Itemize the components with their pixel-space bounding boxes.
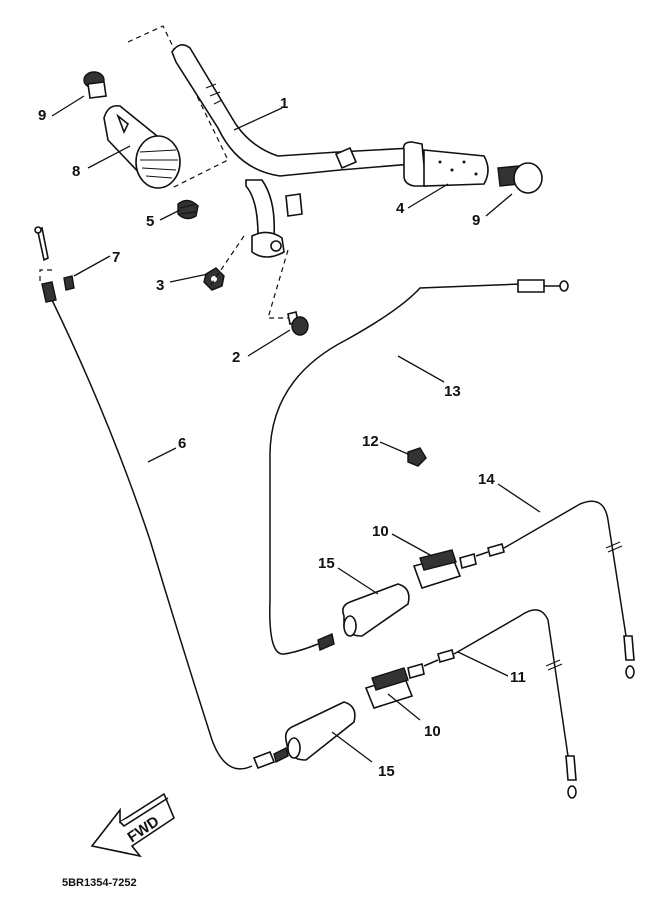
screw-part [39,269,75,291]
diagram-code: 5BR1354-7252 [62,877,137,889]
cable-11-part [423,609,577,799]
callout-1: 1 [280,95,288,112]
callout-15-lower: 15 [378,763,395,780]
right-grip-part [402,141,489,187]
callout-10-upper: 10 [372,523,389,540]
nut-part [203,267,225,291]
callout-5: 5 [146,213,154,230]
callout-14: 14 [478,471,495,488]
callout-labels: 1 2 3 4 5 6 7 8 9 9 10 10 11 12 13 14 15… [38,95,526,780]
callout-3: 3 [156,277,164,294]
callout-7: 7 [112,249,120,266]
adjuster-lower-part [284,701,356,761]
callout-12: 12 [362,433,379,450]
spring-part [177,199,199,220]
adjuster-upper-part [342,583,410,637]
left-bar-end-part [83,71,107,99]
callout-9-right: 9 [472,212,480,229]
callout-10-lower: 10 [424,723,441,740]
callout-9-left: 9 [38,107,46,124]
callout-15-upper: 15 [318,555,335,572]
leader-lines [51,95,541,763]
throttle-grip-part [103,104,181,189]
fwd-arrow-icon: FWD [90,792,175,858]
callout-4: 4 [396,200,405,217]
handlebar-part [127,25,413,258]
callout-6: 6 [178,435,186,452]
callout-8: 8 [72,163,80,180]
throttle-cable-part [34,226,289,770]
cable-13-part [269,279,569,655]
bolt-part [287,311,309,336]
cable-14-part [475,500,635,679]
right-bar-end-part [497,162,543,194]
callout-11: 11 [510,669,526,686]
junction-lower-part [364,662,425,709]
callout-2: 2 [232,349,240,366]
junction-upper-part [412,549,477,589]
clip-part [407,447,427,467]
callout-13: 13 [444,383,461,400]
